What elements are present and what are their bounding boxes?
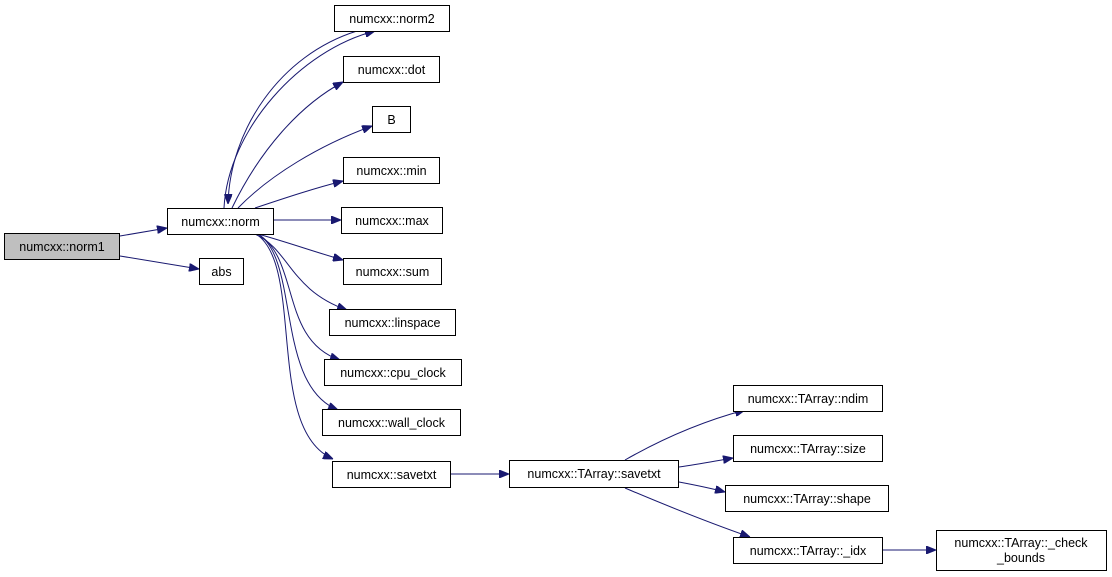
node-label: numcxx::norm2	[349, 12, 434, 26]
node-label-line1: numcxx::TArray::_check	[954, 536, 1088, 550]
node-label: numcxx::wall_clock	[338, 416, 446, 430]
node-cpu_clock[interactable]: numcxx::cpu_clock	[324, 359, 462, 386]
node-label: numcxx::dot	[358, 63, 426, 77]
node-tarray_savetxt[interactable]: numcxx::TArray::savetxt	[509, 460, 679, 488]
node-label: numcxx::TArray::size	[750, 442, 866, 456]
node-tarray_ndim[interactable]: numcxx::TArray::ndim	[733, 385, 883, 412]
node-label: numcxx::TArray::savetxt	[527, 467, 661, 481]
node-tarray_check_bounds[interactable]: numcxx::TArray::_check _bounds	[936, 530, 1107, 571]
edge-norm-B	[237, 126, 372, 209]
edge-norm-sum	[257, 233, 343, 260]
node-savetxt[interactable]: numcxx::savetxt	[332, 461, 451, 488]
node-label: numcxx::norm	[181, 215, 260, 229]
node-label: numcxx::cpu_clock	[340, 366, 446, 380]
node-abs[interactable]: abs	[199, 258, 244, 285]
node-label-line2: _bounds	[996, 551, 1045, 565]
edge-norm-wall_clock	[257, 233, 338, 410]
node-dot[interactable]: numcxx::dot	[343, 56, 440, 83]
node-max[interactable]: numcxx::max	[341, 207, 443, 234]
node-label: numcxx::TArray::_idx	[750, 544, 867, 558]
node-tarray_size[interactable]: numcxx::TArray::size	[733, 435, 883, 462]
node-label: numcxx::savetxt	[347, 468, 437, 482]
node-label: numcxx::TArray::shape	[743, 492, 871, 506]
edge-tarray_savetxt-shape	[678, 481, 725, 492]
edge-norm1-norm	[119, 228, 167, 237]
node-tarray_idx[interactable]: numcxx::TArray::_idx	[733, 537, 883, 564]
node-label: numcxx::min	[356, 164, 426, 178]
node-label: B	[387, 113, 395, 127]
edge-norm-dot	[231, 82, 343, 209]
edge-tarray_savetxt-idx	[624, 487, 750, 537]
node-label: numcxx::sum	[356, 265, 430, 279]
node-B[interactable]: B	[372, 106, 411, 133]
edge-tarray_savetxt-size	[678, 458, 733, 468]
node-min[interactable]: numcxx::min	[343, 157, 440, 184]
node-norm[interactable]: numcxx::norm	[167, 208, 274, 235]
node-tarray_shape[interactable]: numcxx::TArray::shape	[725, 485, 889, 512]
node-wall_clock[interactable]: numcxx::wall_clock	[322, 409, 461, 436]
edge-norm-norm2	[223, 31, 375, 209]
edge-norm-cpu_clock	[257, 233, 340, 360]
edge-norm-savetxt	[255, 233, 333, 459]
node-norm1[interactable]: numcxx::norm1	[4, 233, 120, 260]
node-label: numcxx::linspace	[345, 316, 441, 330]
node-label: numcxx::norm1	[19, 240, 104, 254]
edge-norm-min	[254, 181, 343, 209]
edge-tarray_savetxt-ndim	[624, 410, 745, 461]
node-sum[interactable]: numcxx::sum	[343, 258, 442, 285]
node-linspace[interactable]: numcxx::linspace	[329, 309, 456, 336]
node-norm2[interactable]: numcxx::norm2	[334, 5, 450, 32]
edge-norm1-abs	[119, 255, 199, 269]
node-label: numcxx::TArray::ndim	[748, 392, 869, 406]
node-label: abs	[211, 265, 231, 279]
node-label: numcxx::max	[355, 214, 429, 228]
edge-norm2-norm	[228, 30, 358, 204]
edges	[119, 30, 936, 550]
